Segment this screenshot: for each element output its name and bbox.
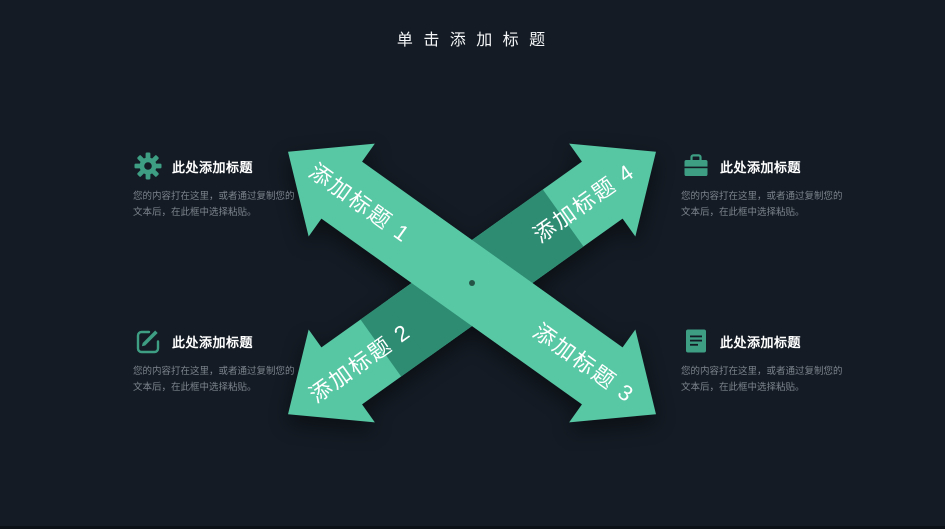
center-dot: [469, 280, 475, 286]
block-body: 您的内容打在这里，或者通过复制您的文本后，在此框中选择粘贴。: [133, 366, 295, 394]
block-body: 您的内容打在这里，或者通过复制您的文本后，在此框中选择粘贴。: [133, 191, 295, 219]
block-body: 您的内容打在这里，或者通过复制您的文本后，在此框中选择粘贴。: [681, 366, 843, 394]
block-heading: 此处添加标题: [172, 334, 254, 350]
block-heading: 此处添加标题: [720, 159, 802, 175]
edit-icon: [133, 326, 163, 356]
gear-icon: [133, 151, 163, 181]
text-block-bottom-left: 此处添加标题 您的内容打在这里，或者通过复制您的文本后，在此框中选择粘贴。: [133, 325, 305, 396]
document-icon: [681, 326, 711, 356]
page-title: 单 击 添 加 标 题: [396, 32, 549, 49]
block-heading: 此处添加标题: [172, 159, 254, 175]
text-block-top-right: 此处添加标题 您的内容打在这里，或者通过复制您的文本后，在此框中选择粘贴。: [681, 150, 853, 221]
block-head: 此处添加标题: [681, 150, 853, 182]
block-head: 此处添加标题: [133, 325, 305, 357]
briefcase-icon: [681, 151, 711, 181]
text-block-bottom-right: 此处添加标题 您的内容打在这里，或者通过复制您的文本后，在此框中选择粘贴。: [681, 325, 853, 396]
block-body: 您的内容打在这里，或者通过复制您的文本后，在此框中选择粘贴。: [681, 191, 843, 219]
bottom-edge: [0, 526, 945, 529]
block-head: 此处添加标题: [681, 325, 853, 357]
text-block-top-left: 此处添加标题 您的内容打在这里，或者通过复制您的文本后，在此框中选择粘贴。: [133, 150, 305, 221]
block-head: 此处添加标题: [133, 150, 305, 182]
block-heading: 此处添加标题: [720, 334, 802, 350]
